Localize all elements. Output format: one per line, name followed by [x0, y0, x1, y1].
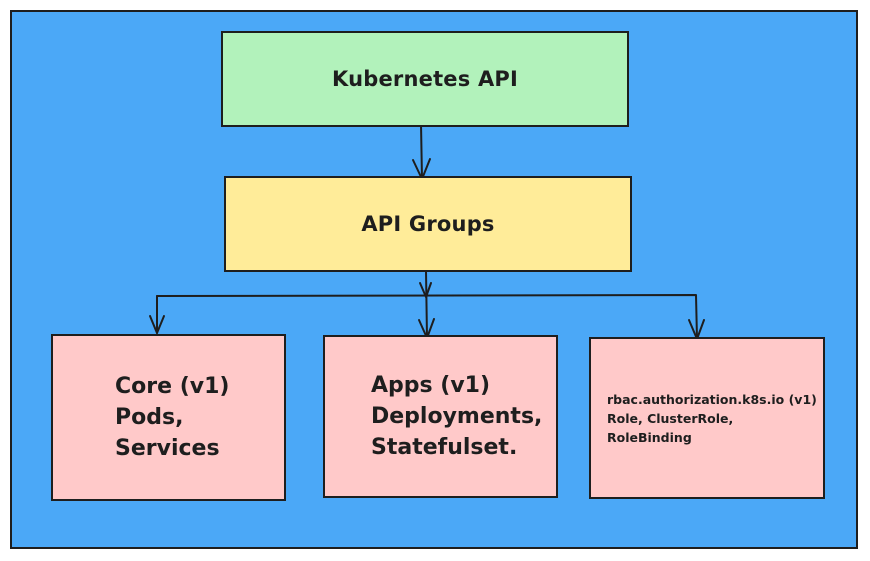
- rbac-v1-box: rbac.authorization.k8s.io (v1) Role, Clu…: [589, 337, 825, 499]
- kubernetes-api-box: Kubernetes API: [221, 31, 629, 127]
- apps-v1-line-deployments: Deployments,: [371, 404, 543, 429]
- api-groups-label: API Groups: [361, 212, 495, 236]
- apps-v1-box: Apps (v1) Deployments, Statefulset.: [323, 335, 558, 498]
- rbac-v1-line-roles: Role, ClusterRole,: [607, 410, 734, 426]
- apps-v1-line-statefulset: Statefulset.: [371, 435, 518, 460]
- core-v1-line-services: Services: [115, 436, 220, 461]
- api-groups-box: API Groups: [224, 176, 632, 272]
- kubernetes-api-label: Kubernetes API: [331, 67, 519, 91]
- rbac-v1-line-rolebinding: RoleBinding: [607, 429, 692, 445]
- rbac-v1-title: rbac.authorization.k8s.io (v1): [607, 391, 817, 407]
- core-v1-box: Core (v1) Pods, Services: [51, 334, 286, 501]
- apps-v1-title: Apps (v1): [371, 373, 491, 398]
- core-v1-title: Core (v1): [115, 374, 230, 399]
- core-v1-line-pods: Pods,: [115, 405, 184, 430]
